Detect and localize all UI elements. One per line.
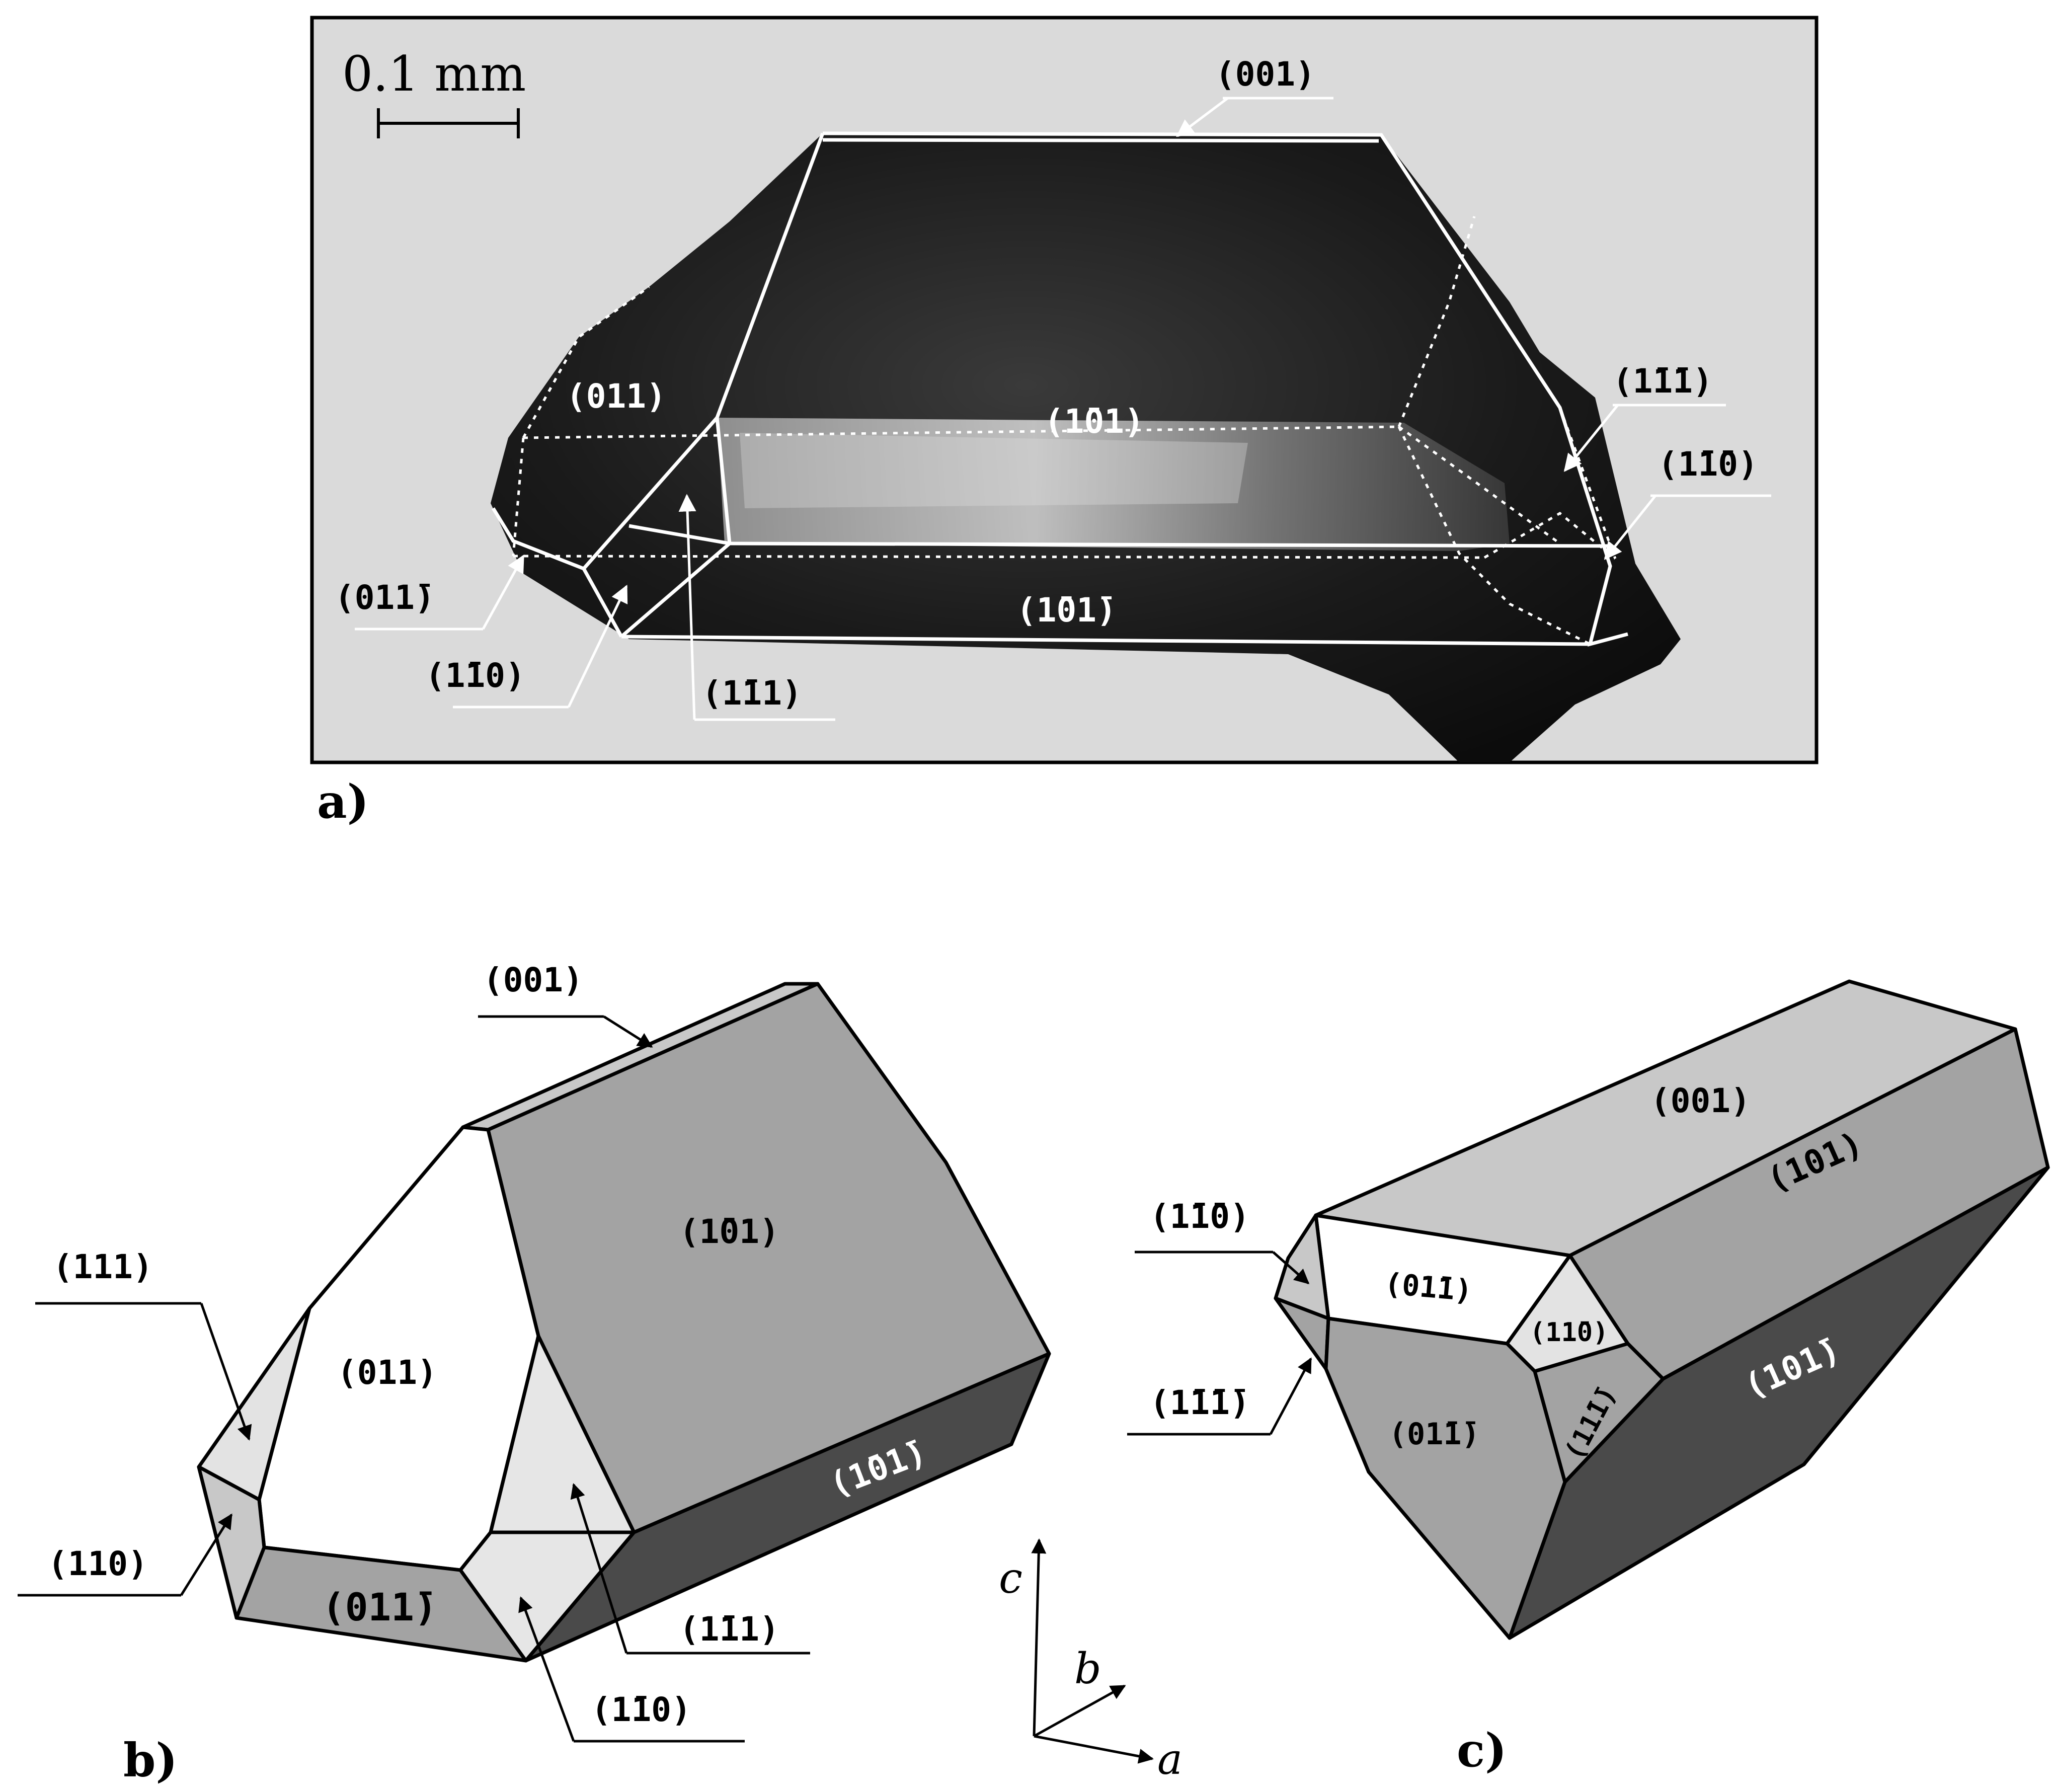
label-a-m101: (1̄01) bbox=[1044, 402, 1144, 441]
label-a-001: (001) bbox=[1215, 55, 1315, 94]
panel-b bbox=[197, 982, 1051, 1663]
label-b-m110: (1̄10) bbox=[591, 1690, 691, 1729]
axis-label-a: a bbox=[1157, 1735, 1182, 1784]
label-a-m110: (1̄10) bbox=[425, 656, 525, 695]
face-c-0m1m1 bbox=[1324, 1316, 1567, 1640]
label-a-m1m10: (1̄1̄0) bbox=[1658, 445, 1758, 484]
label-a-m101m1: (1̄01̄) bbox=[1016, 591, 1117, 630]
axis-label-b: b bbox=[1074, 1644, 1101, 1693]
label-b-m111: (1̄11) bbox=[679, 1610, 779, 1649]
bright-band bbox=[717, 418, 1510, 551]
label-b-110: (110) bbox=[48, 1544, 148, 1583]
scale-bar bbox=[377, 108, 520, 138]
label-c-m1m10: (1̄1̄0) bbox=[1150, 1197, 1250, 1236]
label-c-0m11: (01̄1) bbox=[1383, 1266, 1474, 1308]
panel-label-c: c) bbox=[1457, 1723, 1507, 1777]
label-b-001: (001) bbox=[483, 961, 583, 999]
label-b-111: (111) bbox=[53, 1248, 153, 1286]
panel-a: 0.1 mm (001) (011) (1̄01) (1̄01̄) (1̄1̄1… bbox=[310, 16, 1819, 829]
label-c-0m1m1: (01̄1̄) bbox=[1389, 1417, 1480, 1452]
face-b-m101m1 bbox=[524, 1352, 1051, 1663]
panel-label-a: a) bbox=[317, 774, 369, 829]
face-outlines bbox=[492, 131, 1628, 647]
label-a-m111: (1̄11) bbox=[702, 674, 802, 713]
label-b-011: (011) bbox=[337, 1353, 437, 1392]
label-c-1m10: (11̄0) bbox=[1530, 1317, 1609, 1348]
panel-label-b: b) bbox=[123, 1733, 178, 1787]
annotations-a: (001) (011) (1̄01) (1̄01̄) (1̄1̄1) (1̄1̄… bbox=[335, 55, 1771, 721]
label-c-001: (001) bbox=[1650, 1081, 1751, 1120]
panel-c bbox=[1274, 979, 2050, 1640]
label-b-m101: (1̄01) bbox=[679, 1212, 779, 1251]
label-a-011: (011) bbox=[566, 377, 666, 416]
scale-bar-label: 0.1 mm bbox=[342, 46, 526, 102]
label-a-m1m11: (1̄1̄1) bbox=[1613, 362, 1713, 401]
label-c-m1m1m1: (1̄1̄1̄) bbox=[1150, 1383, 1250, 1422]
axis-label-c: c bbox=[999, 1553, 1022, 1603]
label-a-01m1: (011̄) bbox=[335, 578, 435, 617]
label-b-01m1: (011̄) bbox=[322, 1585, 437, 1629]
hidden-edges bbox=[512, 216, 1617, 646]
axes-triad bbox=[1031, 1538, 1154, 1764]
